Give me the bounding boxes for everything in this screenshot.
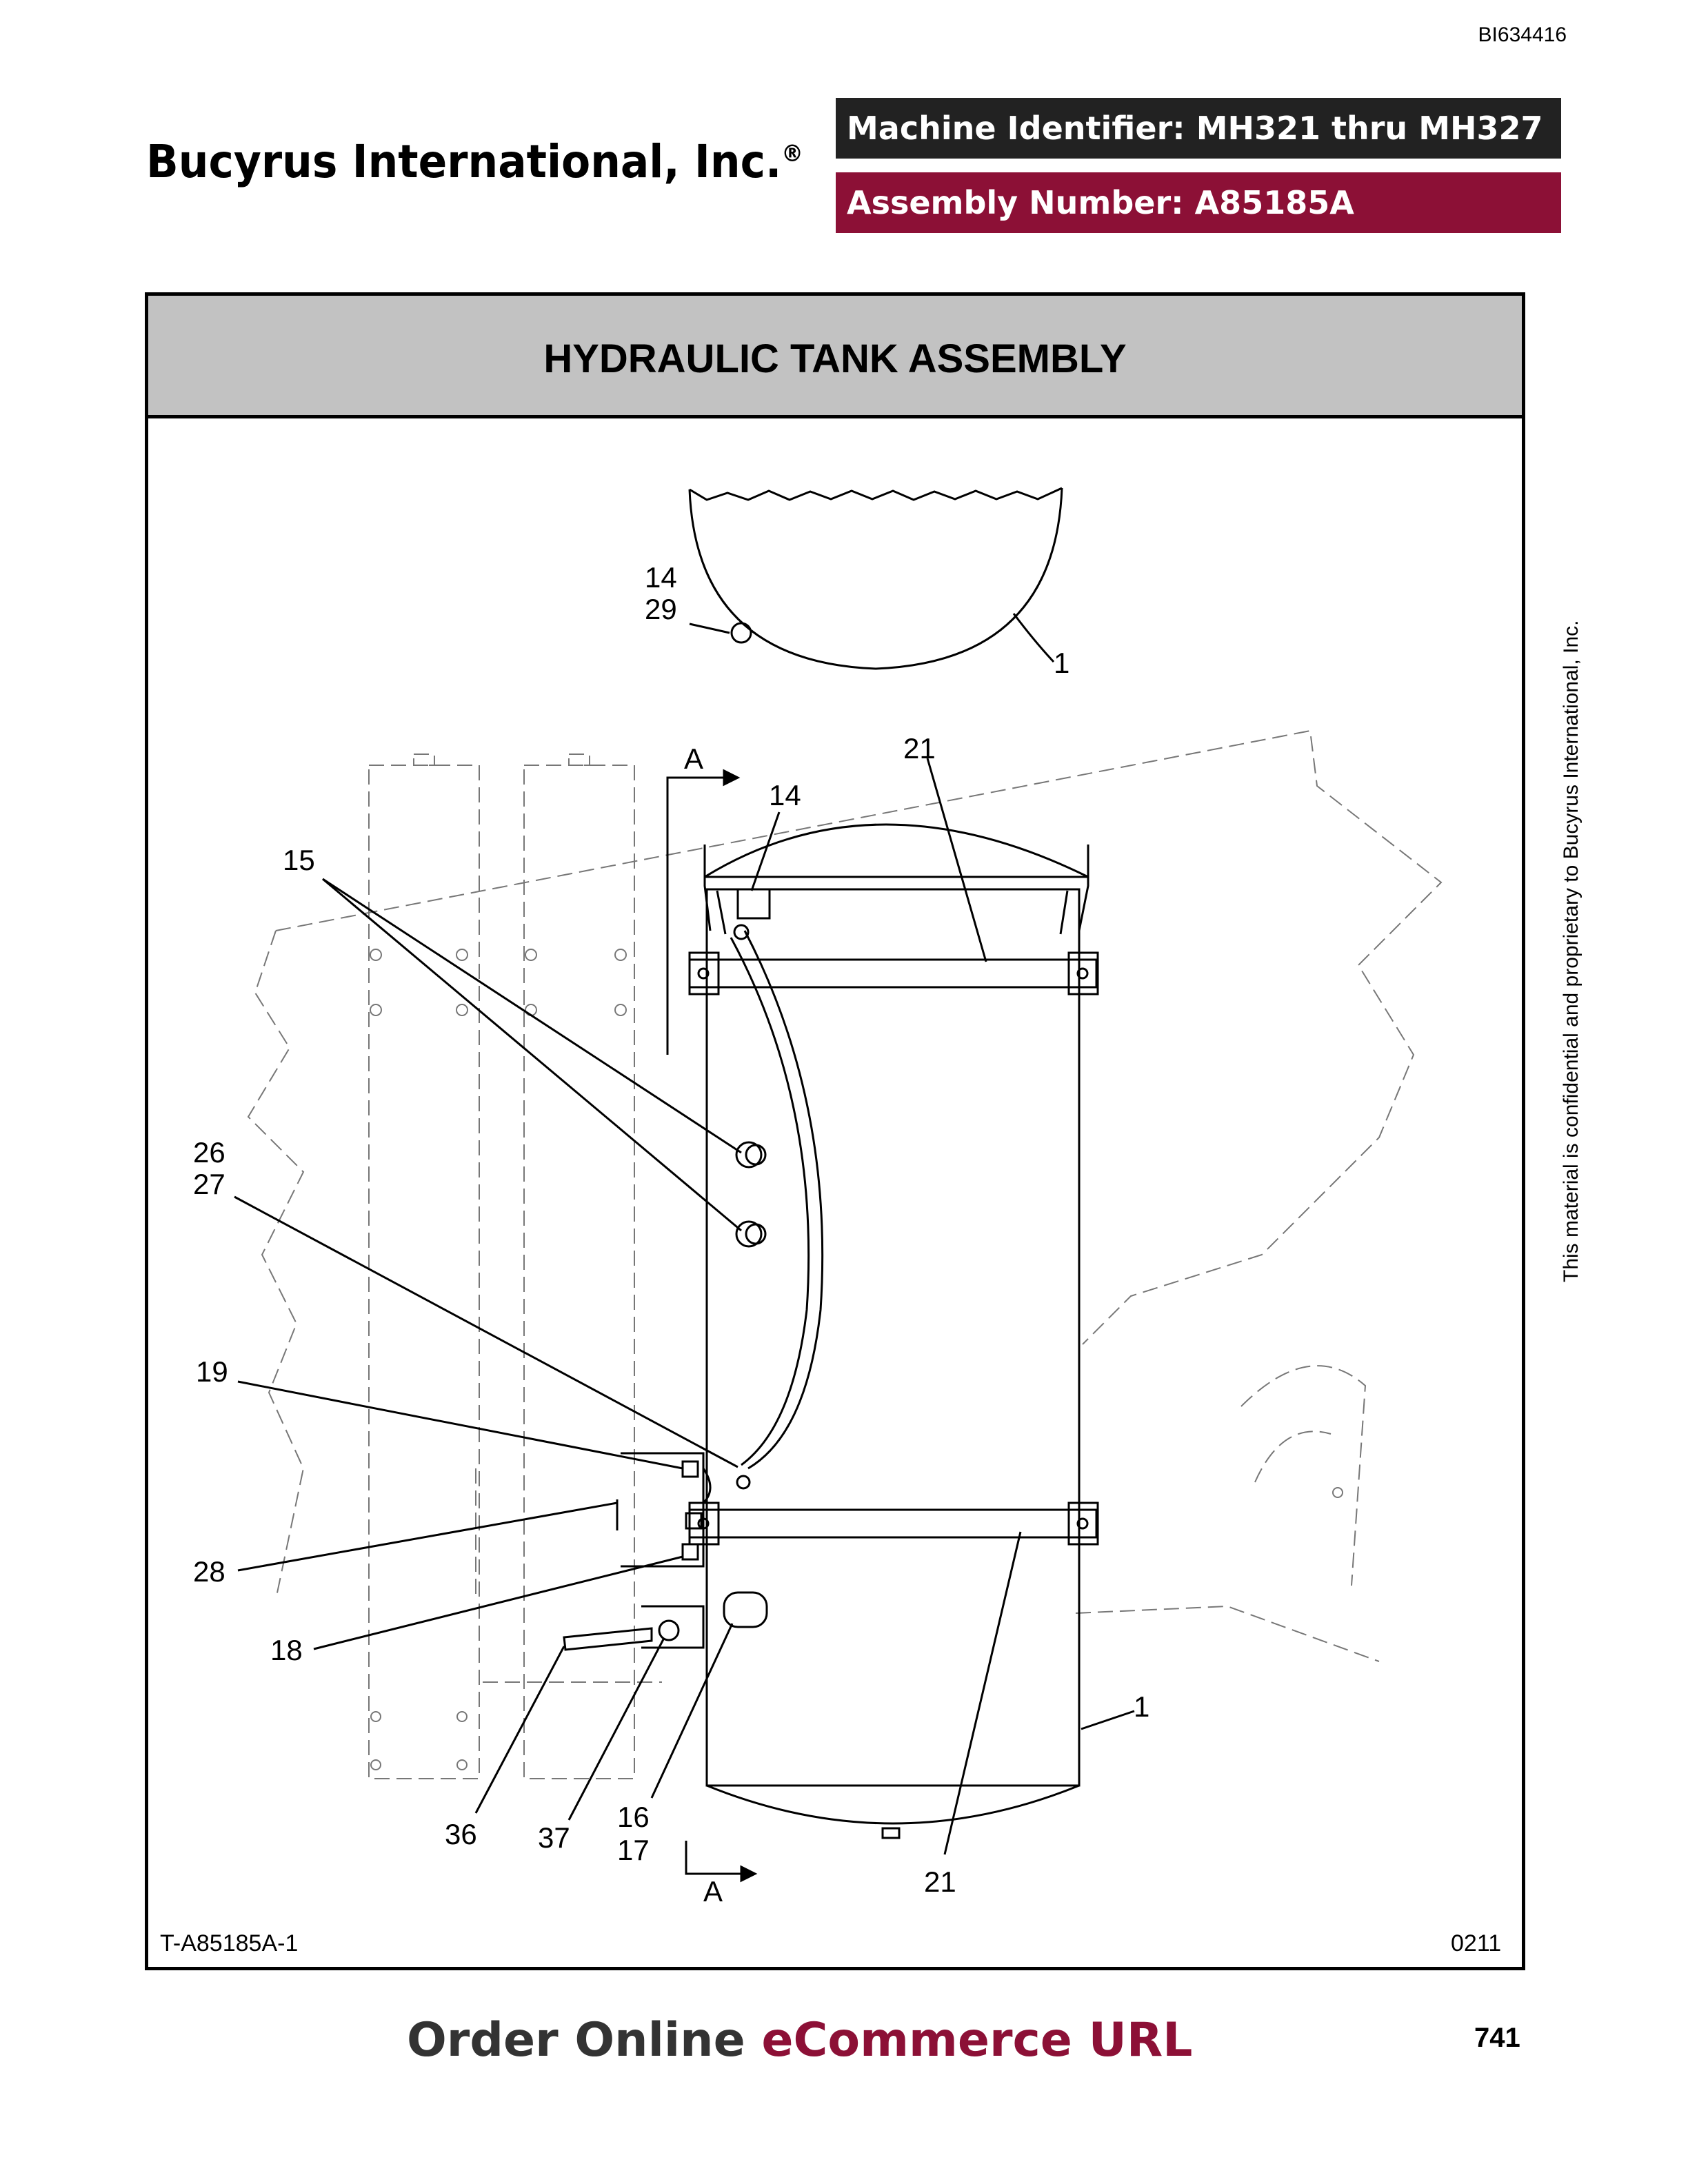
callout-37: 37 (538, 1821, 570, 1854)
callout-18: 18 (270, 1634, 303, 1666)
hydraulic-tank-drawing: 14 29 1 21 A 14 15 26 27 19 28 18 1 36 3… (193, 487, 1443, 1908)
order-online-link[interactable]: Order Online eCommerce URL (407, 2013, 1193, 2067)
callout-19: 19 (196, 1355, 228, 1388)
machine-identifier: Machine Identifier: MH321 thru MH327 (836, 98, 1561, 159)
page-title: HYDRAULIC TANK ASSEMBLY (543, 336, 1127, 381)
section-arrows (666, 769, 758, 1883)
callout-16: 16 (617, 1801, 650, 1833)
confidentiality-note: This material is confidential and propri… (1560, 620, 1582, 1282)
callout-14-top: 14 (645, 561, 677, 594)
callout-1-bottom: 1 (1134, 1690, 1149, 1723)
company-name-text: Bucyrus International, Inc. (146, 135, 782, 188)
document-id: BI634416 (1478, 23, 1567, 46)
callout-a-top: A (684, 742, 703, 775)
assembly-number: Assembly Number: A85185A (836, 172, 1561, 233)
revision-code: 0211 (1451, 1930, 1502, 1957)
leader-lines (234, 613, 1135, 1855)
order-online-text: Order Online (407, 2013, 762, 2067)
callout-21-top: 21 (903, 732, 936, 765)
callout-labels: 14 29 1 21 A 14 15 26 27 19 28 18 1 36 3… (193, 561, 1149, 1908)
callout-36: 36 (445, 1818, 477, 1850)
company-name: Bucyrus International, Inc.® (146, 135, 803, 188)
callout-15: 15 (283, 844, 315, 876)
ecommerce-url-text: eCommerce URL (761, 2013, 1193, 2067)
diagram-frame: HYDRAULIC TANK ASSEMBLY (145, 292, 1525, 1970)
tank-body (703, 823, 1089, 1839)
callout-14-filter: 14 (769, 779, 801, 811)
registered-mark: ® (781, 140, 803, 168)
callout-29: 29 (645, 593, 677, 625)
callout-26: 26 (193, 1136, 225, 1169)
filter-and-hose (730, 888, 824, 1490)
background-structure (247, 729, 1443, 1779)
valve-block (563, 1452, 712, 1651)
callout-17: 17 (617, 1834, 650, 1866)
callout-27: 27 (193, 1168, 225, 1200)
sight-gauges (658, 1141, 768, 1641)
figure-code: T-A85185A-1 (160, 1930, 299, 1957)
callout-28: 28 (193, 1555, 225, 1588)
mounting-straps (688, 951, 1099, 1546)
callout-a-bottom: A (703, 1875, 723, 1908)
page-number: 741 (1474, 2023, 1520, 2053)
tank-section-view (688, 487, 1063, 670)
callout-21-bottom: 21 (924, 1866, 956, 1898)
bolt-holes (370, 949, 1343, 1770)
callout-1-top: 1 (1054, 647, 1069, 679)
title-band: HYDRAULIC TANK ASSEMBLY (148, 296, 1522, 418)
